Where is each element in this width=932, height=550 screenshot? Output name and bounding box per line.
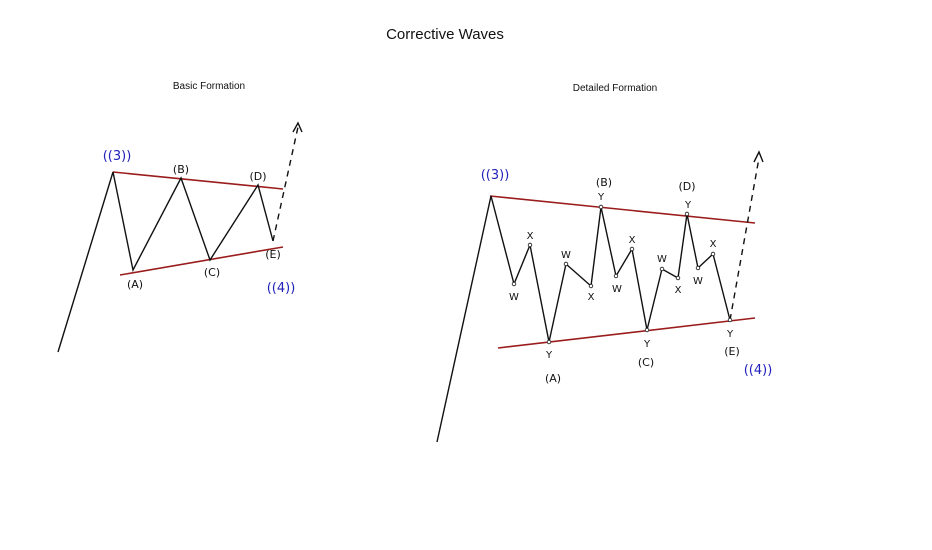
sub-wave-label-w: W	[509, 292, 519, 303]
sub-wave-node	[659, 266, 665, 272]
sub-wave-label-x: X	[527, 231, 534, 242]
sub-wave-node	[563, 261, 569, 267]
detailed-label-c: (C)	[638, 356, 654, 369]
sub-wave-node	[629, 246, 635, 252]
basic-upper-trendline	[112, 171, 284, 190]
detailed-formation-panel: Detailed Formation W X Y W	[436, 83, 773, 443]
sub-wave-node	[527, 242, 533, 248]
sub-wave-node	[613, 273, 619, 279]
detailed-projection-dashed	[729, 157, 760, 321]
sub-wave-label-y: Y	[643, 339, 651, 350]
sub-wave-label-w: W	[657, 254, 667, 265]
sub-wave-label-w: W	[561, 250, 571, 261]
sub-wave-label-x: X	[588, 292, 595, 303]
sub-wave-label-y: Y	[726, 329, 734, 340]
basic-label-e: (E)	[265, 248, 281, 261]
basic-label-degree-4: ((4))	[267, 281, 296, 296]
detailed-wave-path	[436, 195, 731, 443]
detailed-label-degree-3: ((3))	[481, 168, 510, 183]
sub-wave-label-y: Y	[597, 192, 605, 203]
basic-label-degree-3: ((3))	[103, 149, 132, 164]
basic-label-a: (A)	[127, 278, 143, 291]
basic-formation-subtitle: Basic Formation	[173, 81, 245, 92]
basic-label-c: (C)	[204, 266, 220, 279]
sub-wave-label-x: X	[675, 285, 682, 296]
sub-wave-node	[695, 265, 701, 271]
basic-label-d: (D)	[249, 170, 266, 183]
sub-wave-node	[710, 251, 716, 257]
detailed-label-degree-4: ((4))	[744, 363, 773, 378]
basic-lower-trendline	[119, 246, 284, 276]
detailed-label-b: (B)	[596, 176, 612, 189]
basic-formation-panel: Basic Formation ((3)) (A) (B) (C) (D) (E…	[57, 81, 303, 353]
sub-wave-label-x: X	[710, 239, 717, 250]
sub-wave-node	[675, 275, 681, 281]
basic-wave-path	[57, 171, 274, 353]
detailed-projection-arrow-icon	[753, 150, 764, 163]
detailed-lower-trendline	[497, 317, 756, 349]
sub-wave-node	[598, 204, 604, 210]
sub-wave-node	[546, 339, 552, 345]
basic-label-b: (B)	[173, 163, 189, 176]
detailed-sub-wave-nodes	[511, 204, 733, 345]
detailed-label-a: (A)	[545, 372, 561, 385]
sub-wave-node	[684, 211, 690, 217]
sub-wave-node	[644, 327, 650, 333]
diagram-title: Corrective Waves	[386, 26, 504, 43]
sub-wave-label-y: Y	[684, 200, 692, 211]
detailed-upper-trendline	[489, 195, 756, 224]
basic-projection-arrow-icon	[292, 121, 303, 133]
detailed-label-d: (D)	[678, 180, 695, 193]
sub-wave-label-x: X	[629, 235, 636, 246]
detailed-formation-subtitle: Detailed Formation	[573, 83, 657, 94]
detailed-label-e: (E)	[724, 345, 740, 358]
sub-wave-label-w: W	[693, 276, 703, 287]
sub-wave-node	[511, 281, 517, 287]
sub-wave-node	[588, 283, 594, 289]
basic-projection-dashed	[272, 126, 299, 242]
sub-wave-label-y: Y	[545, 350, 553, 361]
sub-wave-label-w: W	[612, 284, 622, 295]
sub-wave-node	[727, 317, 733, 323]
